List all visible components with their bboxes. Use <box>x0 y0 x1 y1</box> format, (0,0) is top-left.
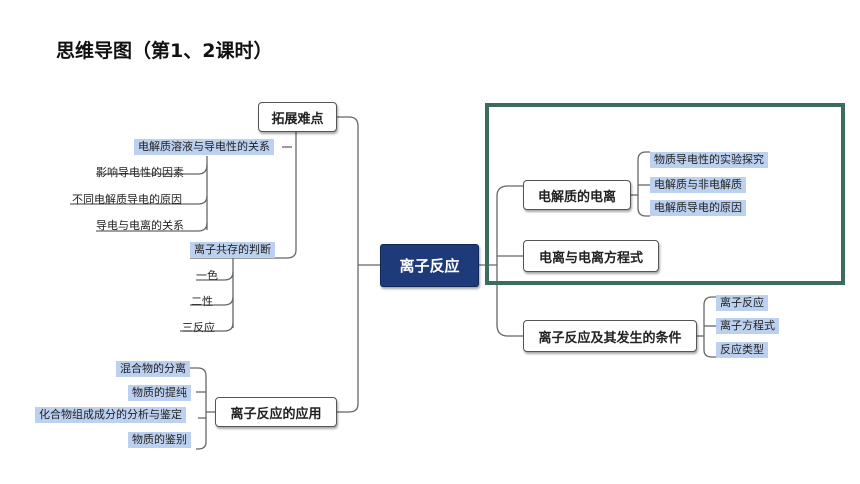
leaf-ionic-equation: 离子方程式 <box>716 318 779 334</box>
branch-ionic-reaction-conditions[interactable]: 离子反应及其发生的条件 <box>523 320 697 352</box>
leaf-three-reaction: 三反应 <box>182 321 215 334</box>
leaf-two-nature: 二性 <box>191 295 213 308</box>
leaf-reaction-type: 反应类型 <box>716 342 768 358</box>
page-title: 思维导图（第1、2课时） <box>56 40 273 62</box>
group-solution-conductivity: 电解质溶液与导电性的关系 <box>134 139 274 155</box>
leaf-one-color: 一色 <box>196 269 218 282</box>
leaf-different-electrolyte-conduction: 不同电解质导电的原因 <box>72 193 182 206</box>
highlight-frame <box>485 103 845 285</box>
leaf-composition-analysis: 化合物组成成分的分析与鉴定 <box>35 407 186 423</box>
leaf-ionic-reaction: 离子反应 <box>716 295 768 311</box>
group-ion-coexistence: 离子共存的判断 <box>190 242 275 258</box>
leaf-identification: 物质的鉴别 <box>128 432 191 448</box>
leaf-purification: 物质的提纯 <box>128 385 191 401</box>
branch-electrolyte-ionization[interactable]: 电解质的电离 <box>523 180 631 210</box>
center-node[interactable]: 离子反应 <box>380 244 479 287</box>
leaf-conduction-reason: 电解质导电的原因 <box>650 200 746 216</box>
leaf-electrolyte-nonelectrolyte: 电解质与非电解质 <box>650 177 746 193</box>
branch-ionic-reaction-application[interactable]: 离子反应的应用 <box>215 397 337 427</box>
leaf-conduction-ionization-relation: 导电与电离的关系 <box>96 219 184 232</box>
leaf-conductivity-experiment: 物质导电性的实验探究 <box>650 152 768 168</box>
branch-advanced-difficulties[interactable]: 拓展难点 <box>258 102 337 132</box>
leaf-conductivity-factors: 影响导电性的因素 <box>96 166 184 179</box>
branch-ionization-equation[interactable]: 电离与电离方程式 <box>523 240 659 272</box>
leaf-mixture-separation: 混合物的分离 <box>116 361 190 377</box>
